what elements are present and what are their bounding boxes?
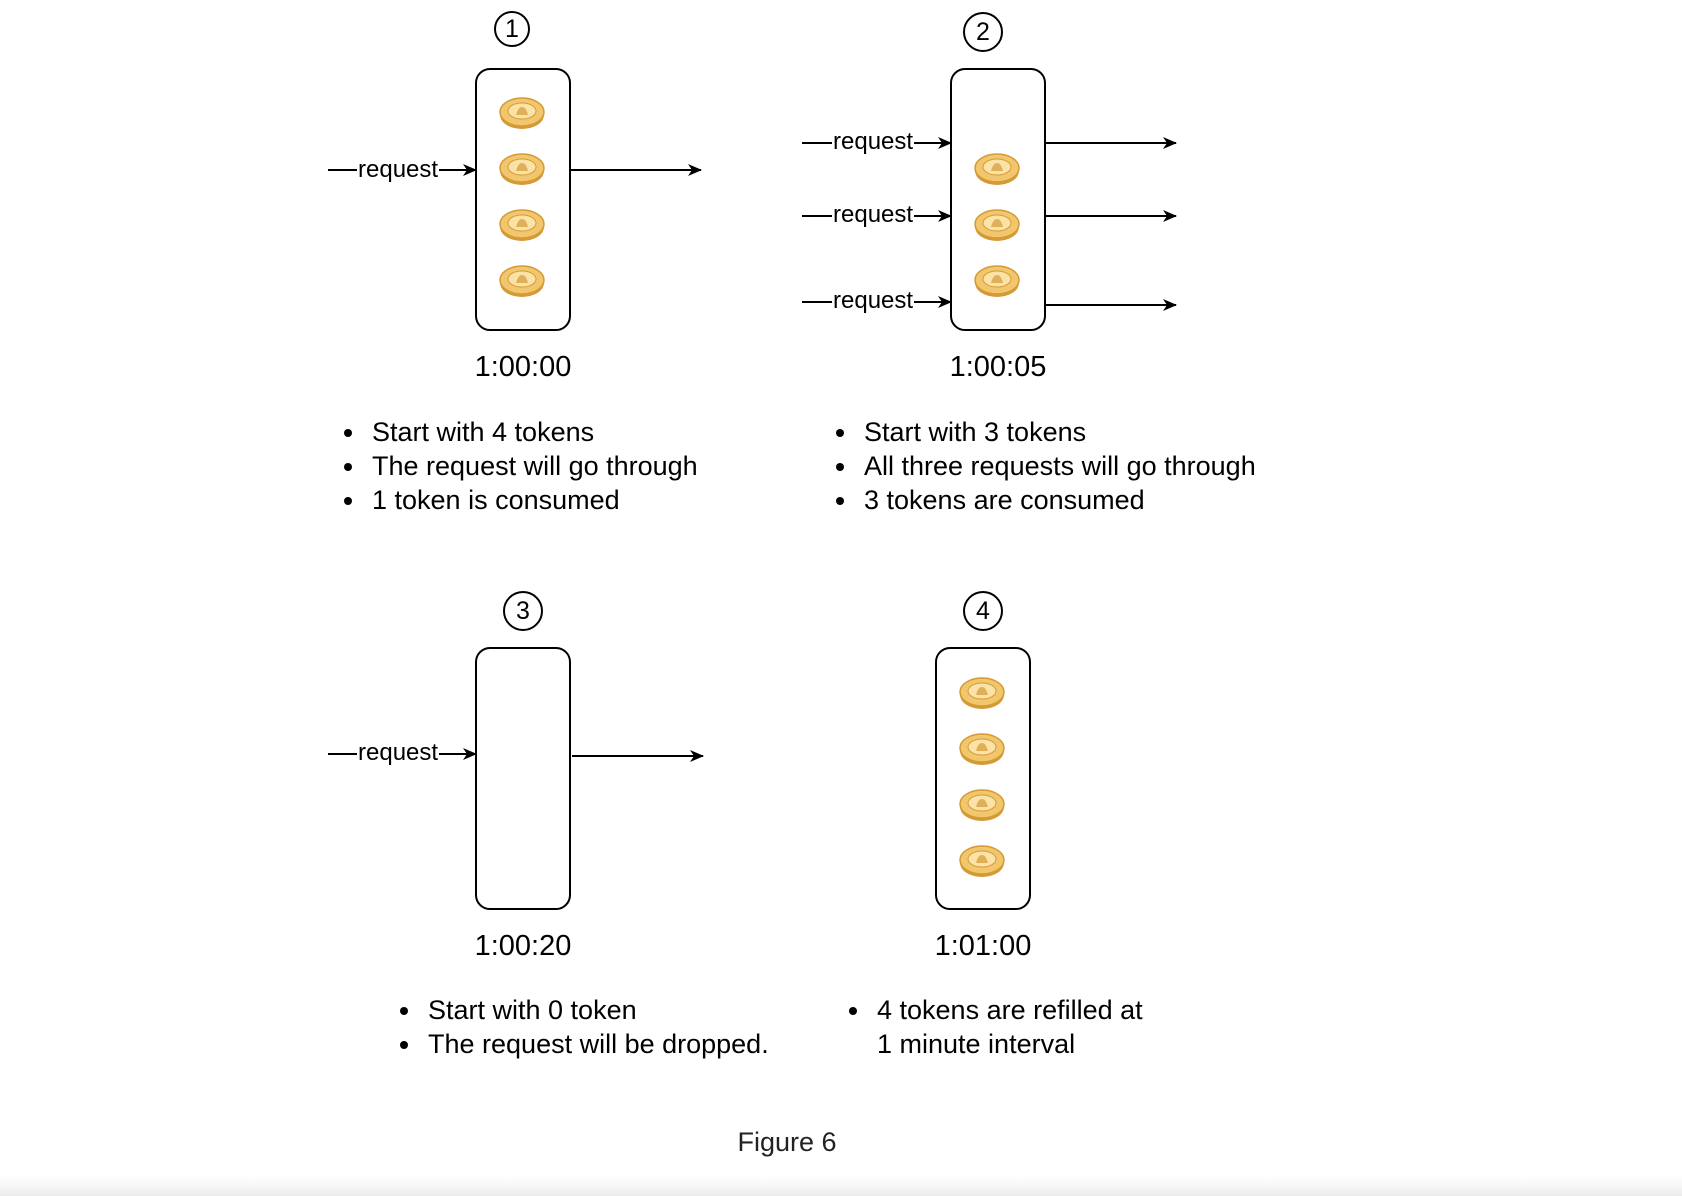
step-circle-2 xyxy=(963,12,1003,52)
token-coin xyxy=(959,733,1005,765)
notes-3: Start with 0 token The request will be d… xyxy=(396,993,769,1061)
panel-4 xyxy=(935,591,1031,910)
note-item: Start with 4 tokens xyxy=(340,415,698,449)
panel-3 xyxy=(328,591,704,910)
time-2: 1:00:05 xyxy=(949,351,1047,383)
time-1: 1:00:00 xyxy=(474,351,572,383)
note-item: The request will go through xyxy=(340,449,698,483)
step-number-3: 3 xyxy=(516,597,530,625)
tokens-4 xyxy=(959,677,1005,877)
request-label-2a: request xyxy=(832,128,915,155)
time-3: 1:00:20 xyxy=(474,930,572,962)
request-label-2c: request xyxy=(832,287,915,314)
panel-2 xyxy=(802,12,1177,331)
token-coin xyxy=(499,97,545,129)
token-coin xyxy=(974,209,1020,241)
notes-2: Start with 3 tokens All three requests w… xyxy=(832,415,1256,517)
note-item: 3 tokens are consumed xyxy=(832,483,1256,517)
bucket-1 xyxy=(475,68,571,331)
figure-caption: Figure 6 xyxy=(737,1127,837,1157)
notes-4: 4 tokens are refilled at 1 minute interv… xyxy=(845,993,1143,1061)
time-4: 1:01:00 xyxy=(934,930,1032,962)
token-coin xyxy=(959,789,1005,821)
token-coin xyxy=(499,265,545,297)
window-bottom-edge xyxy=(0,1176,1682,1196)
note-item: 4 tokens are refilled at 1 minute interv… xyxy=(845,993,1143,1061)
note-line: 4 tokens are refilled at xyxy=(877,995,1143,1025)
token-coin xyxy=(974,153,1020,185)
token-coin xyxy=(499,153,545,185)
tokens-1 xyxy=(499,97,545,297)
panel-1 xyxy=(328,11,702,331)
token-coin xyxy=(499,209,545,241)
step-circle-4 xyxy=(963,591,1003,631)
note-item: Start with 0 token xyxy=(396,993,769,1027)
step-circle-3 xyxy=(503,591,543,631)
note-item: All three requests will go through xyxy=(832,449,1256,483)
note-item: 1 token is consumed xyxy=(340,483,698,517)
request-label-1: request xyxy=(357,156,440,183)
step-number-4: 4 xyxy=(976,597,990,625)
note-item: The request will be dropped. xyxy=(396,1027,769,1061)
request-label-2b: request xyxy=(832,201,915,228)
step-number-1: 1 xyxy=(505,15,519,43)
bucket-4 xyxy=(935,647,1031,910)
request-label-3: request xyxy=(357,739,440,766)
bucket-2 xyxy=(950,68,1046,331)
token-coin xyxy=(974,265,1020,297)
tokens-2 xyxy=(974,153,1020,297)
step-number-2: 2 xyxy=(976,18,990,46)
note-line: 1 minute interval xyxy=(877,1029,1076,1059)
token-coin xyxy=(959,677,1005,709)
note-item: Start with 3 tokens xyxy=(832,415,1256,449)
token-coin xyxy=(959,845,1005,877)
step-circle-1 xyxy=(494,11,530,47)
notes-1: Start with 4 tokens The request will go … xyxy=(340,415,698,517)
bucket-3 xyxy=(475,647,571,910)
